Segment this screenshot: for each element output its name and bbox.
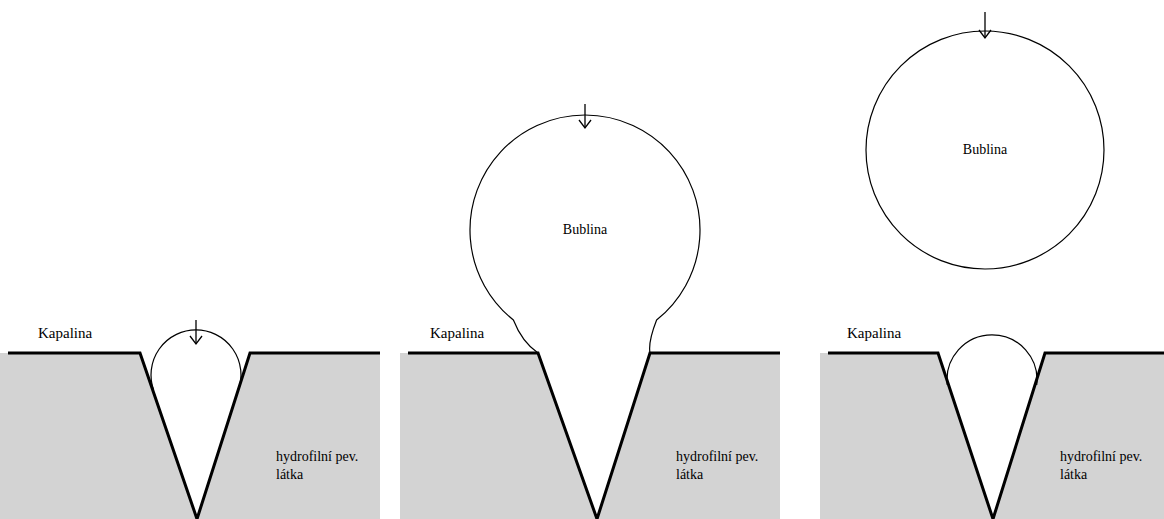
material-label: hydrofilní pev. látka bbox=[1060, 448, 1144, 484]
solid-fill bbox=[400, 353, 780, 519]
bubble-node: Bublina bbox=[865, 30, 1105, 270]
liquid-label: Kapalina bbox=[430, 325, 484, 342]
solid-fill bbox=[0, 353, 380, 519]
bubble-outline bbox=[470, 115, 700, 353]
solid-fill bbox=[820, 353, 1164, 519]
solid-surface bbox=[8, 353, 380, 519]
bubble-label: Bublina bbox=[563, 221, 607, 239]
solid-region-label: hydrofilní pev. látka bbox=[276, 448, 360, 484]
bubble-node: Bublina bbox=[470, 115, 700, 345]
material-label: hydrofilní pev. látka bbox=[276, 448, 360, 484]
solid-surface bbox=[828, 353, 1164, 519]
bubble-label: Bublina bbox=[963, 141, 1007, 159]
solid-region-label: hydrofilní pev. látka bbox=[676, 448, 760, 484]
liquid-label: Kapalina bbox=[38, 325, 92, 342]
solid-region-label: hydrofilní pev. látka bbox=[1060, 448, 1144, 484]
force-arrow bbox=[579, 104, 591, 128]
bubble-cap bbox=[947, 335, 1037, 385]
liquid-label: Kapalina bbox=[847, 325, 901, 342]
force-arrow bbox=[979, 12, 991, 38]
material-label: hydrofilní pev. látka bbox=[676, 448, 760, 484]
solid-surface bbox=[408, 353, 780, 519]
force-arrow bbox=[190, 320, 202, 344]
